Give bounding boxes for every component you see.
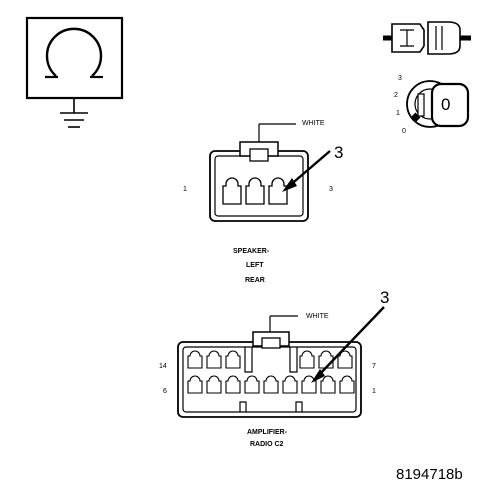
figure-id: 8194718b	[396, 466, 463, 483]
ignition-key-head	[430, 82, 470, 128]
speaker-callout-arrow-line	[287, 150, 331, 188]
speaker-pin-left: 1	[183, 186, 187, 193]
amp-title-line-2: RADIO C2	[250, 441, 284, 448]
speaker-cavities	[222, 177, 288, 205]
speaker-pin-right: 3	[329, 186, 333, 193]
speaker-wire-label: WHITE	[302, 120, 325, 127]
speaker-callout-number: 3	[334, 143, 344, 162]
speaker-connector	[209, 123, 331, 222]
speaker-title-line-1: SPEAKER-	[233, 248, 270, 255]
amp-title-line-1: AMPLIFIER-	[247, 429, 288, 436]
amp-connector	[177, 306, 385, 418]
amp-callout-arrowhead	[311, 369, 325, 383]
amp-cavities-top	[187, 350, 353, 369]
amp-keyways	[239, 347, 303, 412]
amp-pin-6: 6	[163, 388, 167, 395]
ignition-pos-3: 3	[398, 75, 402, 82]
ohm-arc	[45, 27, 103, 77]
speaker-latch-tab	[249, 148, 269, 162]
ignition-pos-0: 0	[402, 128, 406, 135]
ignition-slot	[417, 93, 425, 117]
amp-pin-1: 1	[372, 388, 376, 395]
amp-pin-7: 7	[372, 363, 376, 370]
ignition-pos-2: 2	[394, 92, 398, 99]
ignition-pos-1: 1	[396, 110, 400, 117]
amp-callout-arrow-line	[316, 306, 385, 378]
amp-wire-label: WHITE	[306, 313, 329, 320]
amp-cavities-bottom	[187, 375, 355, 394]
amp-pin-14: 14	[159, 363, 167, 370]
amp-latch-tab	[261, 337, 281, 349]
ignition-key-icon	[406, 80, 470, 128]
ignition-key-label: 0	[441, 95, 451, 114]
speaker-callout-arrowhead	[282, 178, 297, 192]
ohm-ground-symbol	[25, 16, 124, 128]
speaker-title-line-3: REAR	[245, 277, 265, 284]
amp-callout-number: 3	[380, 288, 390, 307]
connector-plug-icon	[383, 21, 471, 55]
speaker-title-line-2: LEFT	[246, 262, 264, 269]
